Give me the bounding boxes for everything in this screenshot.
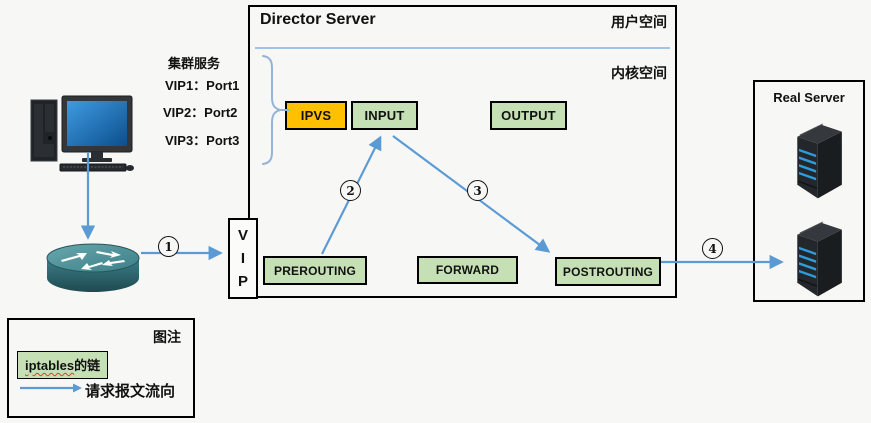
step-badge-3: 3 — [467, 180, 488, 201]
postrouting-chain-box: POSTROUTING — [555, 257, 661, 286]
forward-chain-box: FORWARD — [417, 256, 518, 284]
vip-box: V I P — [228, 218, 258, 299]
router-icon — [46, 243, 140, 292]
director-server-box: Director Server 用户空间 内核空间 — [248, 5, 677, 298]
vip-letter: P — [237, 273, 248, 291]
output-chain-box: OUTPUT — [490, 101, 567, 130]
prerouting-chain-box: PREROUTING — [263, 256, 367, 285]
real-server-title: Real Server — [773, 90, 845, 105]
legend-flow-label: 请求报文流向 — [85, 383, 176, 400]
cluster-service-title: 集群服务 — [168, 56, 221, 71]
cluster-vip-entry: VIP2：Port2 — [163, 105, 238, 120]
user-kernel-divider — [255, 47, 670, 49]
vip-letter: V — [237, 226, 248, 244]
input-chain-box: INPUT — [351, 101, 418, 130]
legend-title: 图注 — [153, 329, 181, 345]
vip-letter: I — [240, 249, 246, 267]
curly-brace-icon — [262, 55, 290, 165]
step-badge-1: 1 — [158, 236, 179, 257]
legend-chain-suffix: 的链 — [74, 358, 101, 373]
real-server-box: Real Server — [753, 80, 865, 302]
step-badge-2: 2 — [340, 180, 361, 201]
server-tower-icon — [797, 221, 842, 297]
kernel-space-label: 内核空间 — [611, 65, 667, 81]
cluster-vip-entry: VIP3：Port3 — [165, 133, 240, 148]
director-server-title: Director Server — [260, 11, 376, 28]
step-badge-4: 4 — [702, 238, 723, 259]
user-space-label: 用户空间 — [611, 14, 667, 30]
legend-flow-arrow-icon — [20, 383, 82, 393]
legend-box: 图注 iptables的链 请求报文流向 — [7, 318, 195, 418]
cluster-vip-entry: VIP1：Port1 — [165, 78, 240, 93]
desktop-computer-icon — [30, 95, 134, 172]
legend-chain-word: iptables — [25, 358, 75, 373]
server-tower-icon — [797, 123, 842, 199]
legend-iptables-chain-chip: iptables的链 — [17, 351, 109, 379]
ipvs-box: IPVS — [285, 101, 347, 130]
